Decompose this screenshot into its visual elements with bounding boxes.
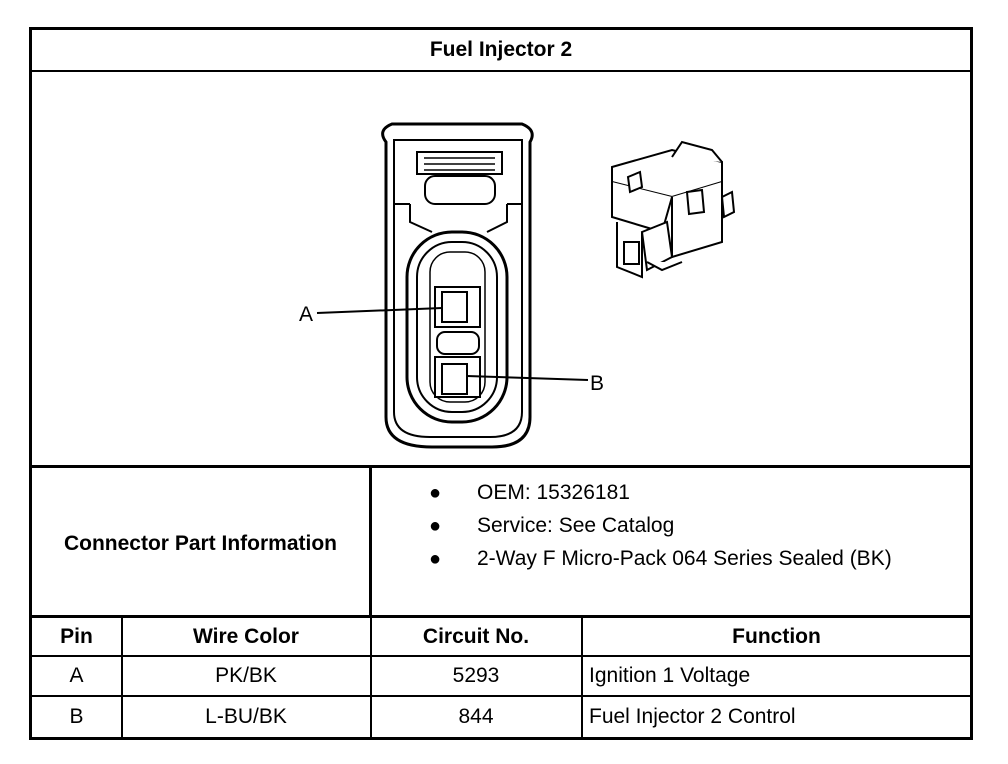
col-header-function: Function xyxy=(732,624,821,648)
document-title: Fuel Injector 2 xyxy=(429,38,573,61)
connector-document: Fuel Injector 2 xyxy=(29,27,973,740)
divider xyxy=(32,615,970,618)
col-header-circuit: Circuit No. xyxy=(422,624,530,648)
connector-info-label: Connector Part Information xyxy=(63,532,337,555)
divider xyxy=(32,695,970,697)
cavity-b xyxy=(441,363,468,395)
divider xyxy=(32,70,970,72)
leader-a xyxy=(316,307,443,314)
pin-label-a: A xyxy=(299,303,313,326)
connector-isometric-view xyxy=(611,140,736,279)
table-cell-function: Ignition 1 Voltage xyxy=(589,664,751,687)
key-rib xyxy=(436,331,480,355)
table-cell-wire-color: PK/BK xyxy=(215,664,277,687)
connector-info-list: ●OEM: 15326181 ●Service: See Catalog ●2-… xyxy=(429,481,892,570)
table-cell-wire-color: L-BU/BK xyxy=(205,705,287,728)
leader-b xyxy=(466,375,589,381)
divider xyxy=(121,618,123,737)
connector-drawing: A B xyxy=(32,72,970,467)
col-header-pin: Pin xyxy=(60,624,93,648)
connector-face-diagram: A B xyxy=(299,122,736,449)
table-cell-pin: B xyxy=(69,705,84,728)
table-cell-function: Fuel Injector 2 Control xyxy=(589,705,796,728)
connector-body-inner xyxy=(393,139,523,438)
pin-label-b: B xyxy=(590,372,604,395)
table-cell-circuit: 844 xyxy=(458,705,494,728)
cavity-a xyxy=(441,291,468,323)
col-header-wire-color: Wire Color xyxy=(193,624,299,648)
divider xyxy=(369,468,372,618)
divider xyxy=(581,618,583,737)
divider xyxy=(32,655,970,657)
divider xyxy=(370,618,372,737)
table-cell-pin: A xyxy=(69,664,84,687)
latch-tab xyxy=(424,175,496,205)
divider xyxy=(32,465,970,468)
table-cell-circuit: 5293 xyxy=(452,664,500,687)
